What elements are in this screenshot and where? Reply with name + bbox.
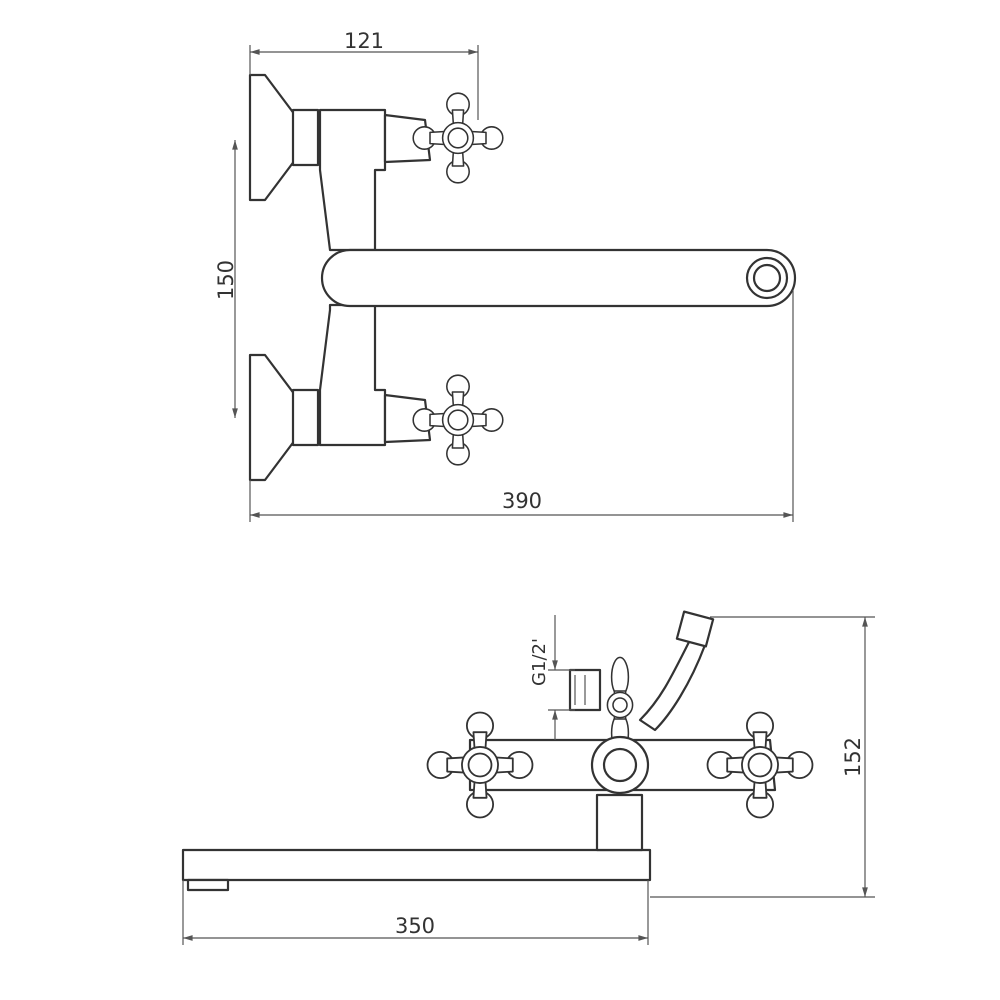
spout (320, 248, 797, 308)
side-spout (181, 848, 652, 882)
handle-cross-left (426, 711, 534, 819)
handle-cross-right (706, 711, 814, 819)
handle-cross-upper (412, 92, 504, 184)
dimension-121: 121 (344, 29, 384, 53)
dimension-thread: G1/2' (529, 638, 550, 686)
wall-flange-upper (248, 73, 297, 202)
handle-cross-lower (412, 374, 504, 466)
side-view: 350 152 G1/2' (181, 610, 875, 945)
top-view: 121 150 390 (214, 29, 797, 522)
dimension-350: 350 (395, 914, 435, 938)
wall-flange-lower (248, 353, 297, 482)
dimension-152: 152 (841, 737, 865, 777)
dimension-390: 390 (502, 489, 542, 513)
body (318, 108, 387, 252)
dimension-150: 150 (214, 260, 238, 300)
